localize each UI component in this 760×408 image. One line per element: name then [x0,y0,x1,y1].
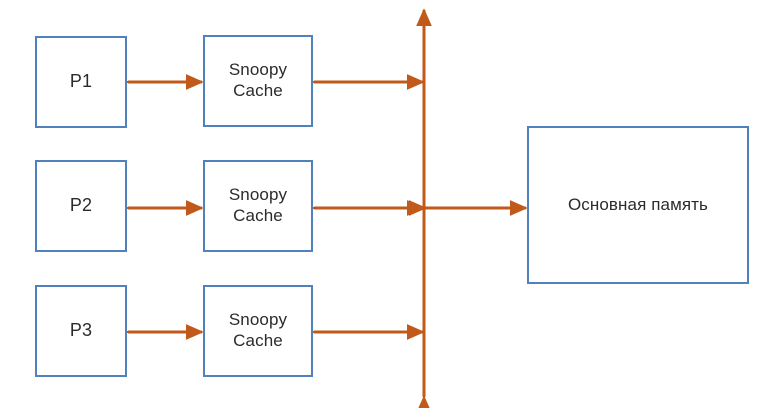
snoopy-cache-1-box[interactable]: Snoopy Cache [203,35,313,127]
processor-1-box[interactable]: P1 [35,36,127,128]
snoopy-cache-3-label: Snoopy Cache [228,310,288,350]
processor-2-box[interactable]: P2 [35,160,127,252]
snoopy-cache-2-box[interactable]: Snoopy Cache [203,160,313,252]
processor-2-label: P2 [69,195,93,216]
processor-3-box[interactable]: P3 [35,285,127,377]
processor-1-label: P1 [69,71,93,92]
main-memory-label: Основная память [567,194,709,214]
snoopy-cache-2-label: Snoopy Cache [228,185,288,225]
processor-3-label: P3 [69,320,93,341]
main-memory-box[interactable]: Основная память [527,126,749,284]
snoopy-cache-1-label: Snoopy Cache [228,60,288,100]
snoopy-cache-3-box[interactable]: Snoopy Cache [203,285,313,377]
